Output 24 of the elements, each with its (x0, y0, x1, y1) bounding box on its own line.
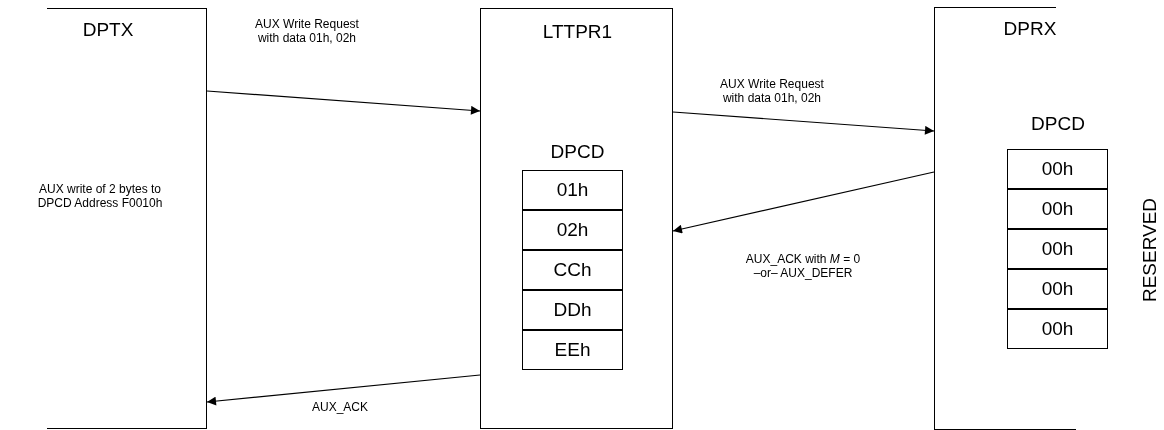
register-cell: CCh (522, 250, 623, 290)
device-box (480, 8, 673, 429)
edge-label: AUX_ACK with M = 0 –or– AUX_DEFER (743, 252, 863, 281)
register-cell: 00h (1007, 269, 1108, 309)
register-cell: 00h (1007, 309, 1108, 349)
side-label: RESERVED (1139, 196, 1161, 305)
register-cell: 02h (522, 210, 623, 250)
register-cell: 00h (1007, 189, 1108, 229)
register-cell: DDh (522, 290, 623, 330)
device-title: LTTPR1 (541, 21, 614, 43)
arrow (672, 111, 935, 135)
register-heading: DPCD (549, 141, 606, 163)
arrow (206, 90, 481, 115)
register-cell: 01h (522, 170, 623, 210)
arrow (672, 171, 935, 234)
register-cell: EEh (522, 330, 623, 370)
device-title: DPTX (81, 19, 135, 41)
note-text: AUX write of 2 bytes to DPCD Address F0010h (36, 183, 164, 211)
register-heading: DPCD (1030, 113, 1086, 135)
device-title: DPRX (1002, 18, 1058, 40)
arrow (206, 374, 481, 406)
register-cell: 00h (1007, 229, 1108, 269)
device-lane (934, 8, 1110, 429)
register-cell: 00h (1007, 149, 1108, 189)
